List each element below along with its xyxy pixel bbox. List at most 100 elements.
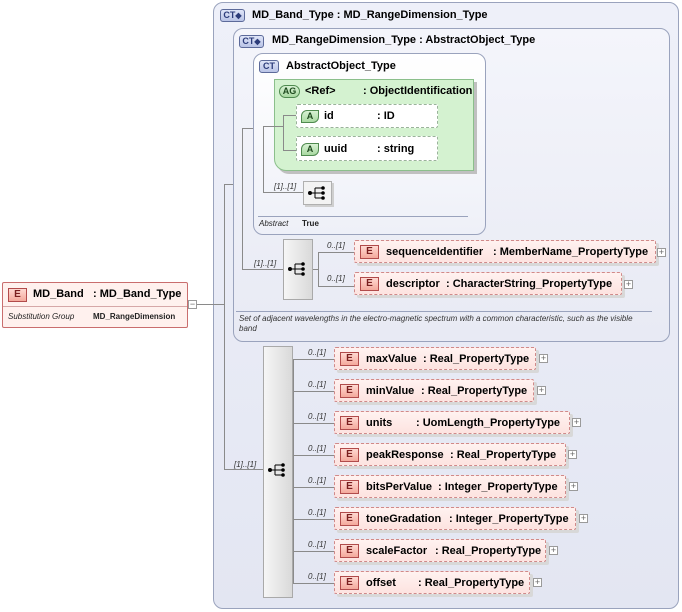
plus-icon[interactable]: + [549, 545, 558, 555]
attribute-name: uuid [324, 143, 348, 155]
element-badge: E [360, 245, 379, 259]
connector-line [293, 391, 334, 392]
outer-type-title: MD_Band_Type : MD_RangeDimension_Type [252, 9, 488, 21]
plus-icon[interactable]: + [579, 513, 588, 523]
element-name: units [366, 417, 393, 429]
complex-type-badge-text: CT [242, 36, 255, 46]
abstract-type-title: AbstractObject_Type [286, 60, 396, 72]
attribute-group-badge: AG [279, 85, 300, 98]
connector-line [263, 126, 283, 127]
element-badge: E [340, 384, 359, 398]
sequence-icon [268, 463, 285, 477]
element-badge: E [340, 352, 359, 366]
element-scalefactor[interactable]: E scaleFactor : Real_PropertyType [334, 539, 546, 562]
cardinality-label: 0..[1] [308, 540, 326, 549]
sequence-compositor-mid[interactable] [283, 239, 313, 300]
element-sequenceidentifier[interactable]: E sequenceIdentifier : MemberName_Proper… [354, 240, 656, 263]
plus-icon[interactable]: + [572, 417, 581, 427]
plus-icon[interactable]: + [539, 353, 548, 363]
element-type: : Integer_PropertyType [449, 513, 569, 525]
element-badge: E [340, 480, 359, 494]
mid-type-base: : AbstractObject_Type [419, 34, 536, 46]
cardinality-label: 0..[1] [308, 476, 326, 485]
element-name: bitsPerValue [366, 481, 433, 493]
connector-line [293, 487, 334, 488]
root-element-md-band[interactable]: E MD_Band : MD_Band_Type Substitution Gr… [2, 282, 188, 328]
complex-type-badge: CT [259, 60, 279, 73]
substitution-label: Substitution Group [8, 312, 75, 321]
element-descriptor[interactable]: E descriptor : CharacterString_PropertyT… [354, 272, 622, 295]
cardinality-label: 0..[1] [308, 380, 326, 389]
element-badge: E [340, 544, 359, 558]
element-offset[interactable]: E offset : Real_PropertyType [334, 571, 530, 594]
element-type: : CharacterString_PropertyType [446, 278, 613, 290]
connector-line [318, 252, 354, 253]
element-units[interactable]: E units : UomLength_PropertyType [334, 411, 570, 434]
cardinality-label: 0..[1] [308, 444, 326, 453]
element-bitspervalue[interactable]: E bitsPerValue : Integer_PropertyType [334, 475, 566, 498]
complex-type-badge: CT◆ [220, 9, 245, 22]
element-name: scaleFactor [366, 545, 428, 557]
mid-type-name: MD_RangeDimension_Type [272, 34, 417, 46]
cardinality-label: 0..[1] [308, 572, 326, 581]
element-name: minValue [366, 385, 415, 397]
connector-line [293, 455, 334, 456]
connector-line [283, 115, 297, 116]
element-badge: E [340, 576, 359, 590]
sequence-compositor-outer[interactable] [263, 346, 293, 598]
plus-icon[interactable]: + [537, 385, 546, 395]
connector-line [313, 269, 318, 270]
abstract-divider [258, 216, 468, 217]
cardinality-label: [1]..[1] [274, 182, 297, 191]
connector-line [293, 359, 294, 583]
plus-icon[interactable]: + [657, 247, 666, 257]
attribute-uuid[interactable]: A uuid : string [296, 136, 438, 161]
element-type: : MemberName_PropertyType [493, 246, 649, 258]
connector-line [242, 269, 283, 270]
sequence-icon [308, 186, 325, 200]
connector-line [293, 519, 334, 520]
element-badge: E [340, 512, 359, 526]
attribute-group-type: : ObjectIdentification [363, 85, 473, 97]
element-type: : Real_PropertyType [421, 385, 528, 397]
element-type: : UomLength_PropertyType [416, 417, 561, 429]
attribute-name: id [324, 110, 334, 122]
element-badge: E [340, 416, 359, 430]
element-name: offset [366, 577, 396, 589]
plus-icon[interactable]: + [568, 449, 577, 459]
connector-line [293, 423, 334, 424]
attribute-id[interactable]: A id : ID [296, 104, 438, 128]
plus-icon[interactable]: + [533, 577, 542, 587]
cardinality-label: 0..[1] [308, 412, 326, 421]
connector-line [293, 551, 334, 552]
plus-icon[interactable]: + [624, 279, 633, 289]
plus-icon[interactable]: + [569, 481, 578, 491]
attribute-badge: A [301, 143, 319, 156]
element-minvalue[interactable]: E minValue : Real_PropertyType [334, 379, 534, 402]
connector-line [283, 115, 284, 151]
complex-type-badge-text: CT [223, 10, 236, 20]
connector-line [242, 128, 243, 269]
element-maxvalue[interactable]: E maxValue : Real_PropertyType [334, 347, 536, 370]
root-element-type: : MD_Band_Type [93, 288, 182, 300]
element-type: : Real_PropertyType [418, 577, 525, 589]
element-badge: E [340, 448, 359, 462]
attribute-group-name: <Ref> [305, 85, 336, 97]
mid-type-title: MD_RangeDimension_Type : AbstractObject_… [272, 34, 535, 46]
root-element-name: MD_Band [33, 288, 84, 300]
element-name: maxValue [366, 353, 417, 365]
element-badge: E [8, 288, 27, 302]
connector-line [224, 184, 225, 469]
sequence-compositor-small[interactable] [303, 181, 332, 205]
doc-divider [236, 311, 652, 312]
connector-line [224, 469, 263, 470]
element-peakresponse[interactable]: E peakResponse : Real_PropertyType [334, 443, 566, 466]
sequence-icon [288, 262, 305, 276]
element-name: descriptor [386, 278, 440, 290]
element-tonegradation[interactable]: E toneGradation : Integer_PropertyType [334, 507, 576, 530]
connector-line [197, 304, 213, 305]
minus-icon[interactable]: − [188, 299, 197, 309]
connector-line [213, 304, 224, 305]
connector-line [242, 128, 253, 129]
element-name: peakResponse [366, 449, 444, 461]
